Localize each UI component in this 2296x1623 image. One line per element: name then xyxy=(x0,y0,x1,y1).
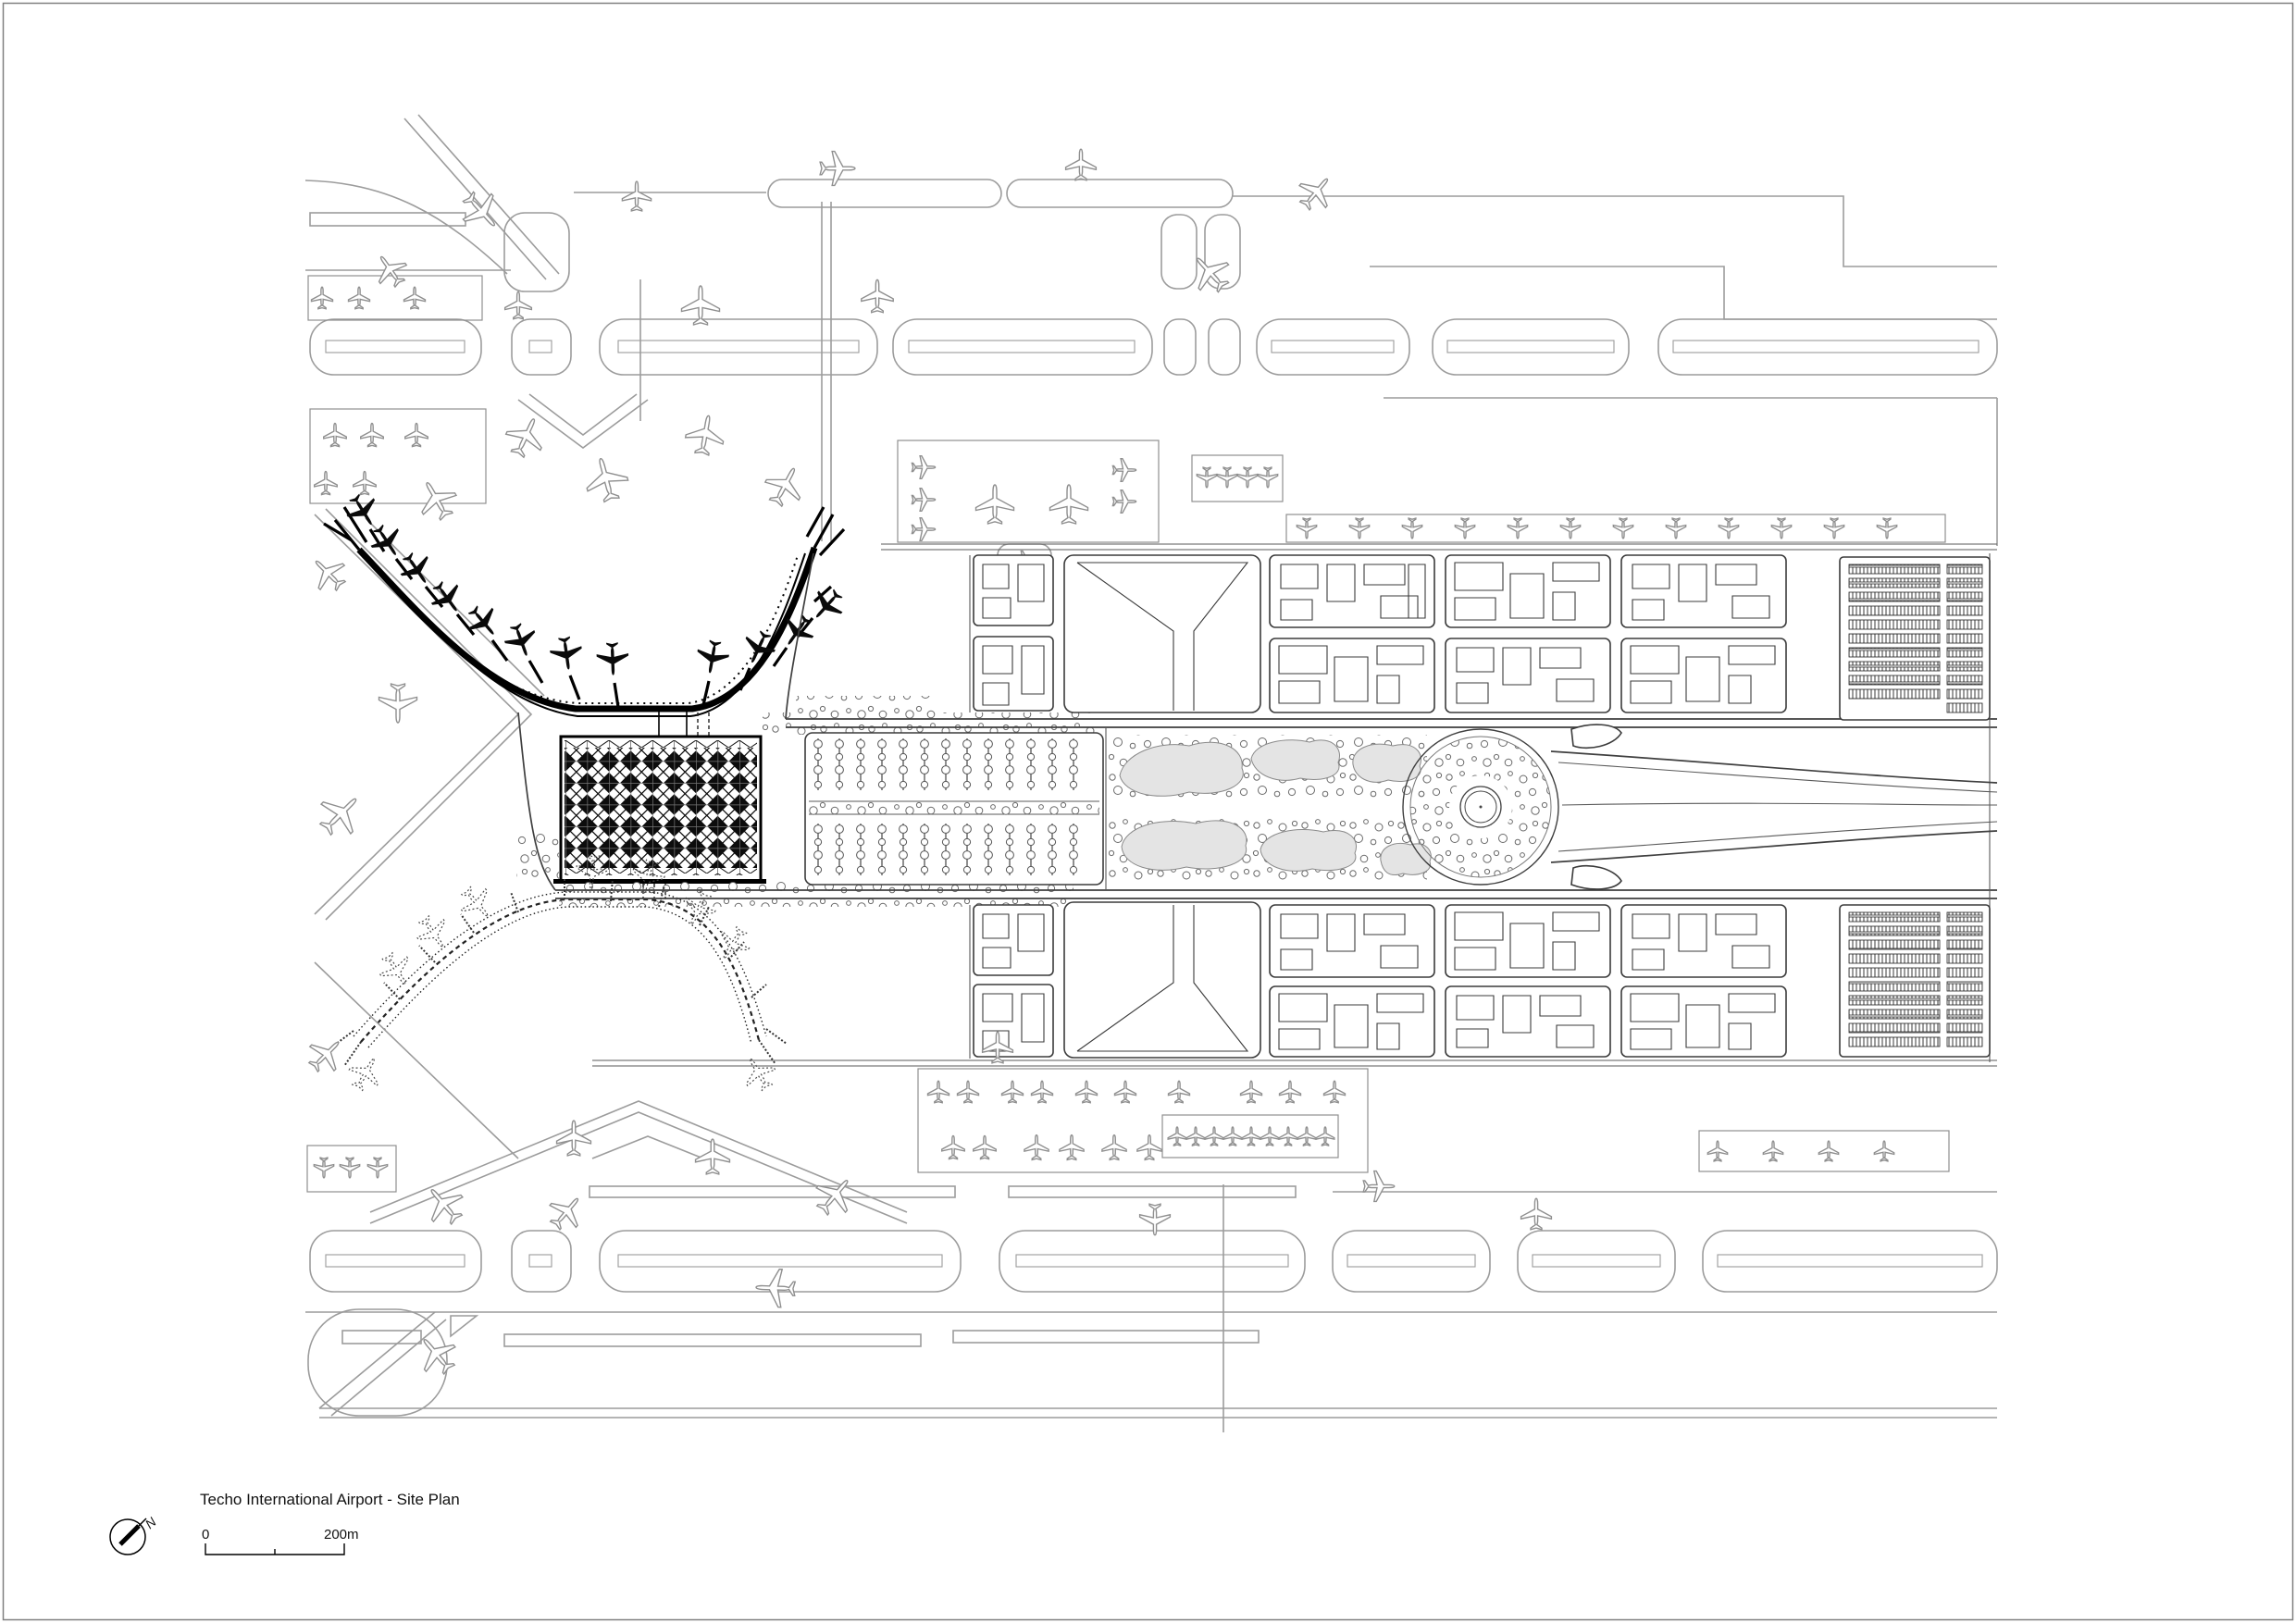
city-blocks-north xyxy=(973,554,1991,721)
terminal-roof-grid xyxy=(565,748,757,868)
terminal-parking-lots xyxy=(804,732,1104,886)
north-airfield-linework xyxy=(304,114,1998,921)
scale-bar: 0 200m xyxy=(202,1527,359,1555)
circular-garden xyxy=(1402,728,1559,886)
scale-start-label: 0 xyxy=(202,1527,209,1542)
v-interchange-north xyxy=(1063,554,1261,713)
landside-roads xyxy=(517,543,1998,1067)
title-block: N Techo International Airport - Site Pla… xyxy=(109,1491,460,1555)
city-blocks-south xyxy=(973,901,1991,1059)
central-park xyxy=(1109,728,1559,886)
north-label: N xyxy=(143,1514,160,1531)
north-arrow: N xyxy=(109,1514,160,1555)
terminal-building xyxy=(553,735,766,899)
scale-end-label: 200m xyxy=(324,1527,359,1542)
traffic-island xyxy=(1570,724,1622,750)
traffic-island xyxy=(1570,864,1622,890)
north-concourse xyxy=(323,488,850,738)
south-airfield-linework xyxy=(305,961,1998,1432)
structured-parking-north xyxy=(1839,556,1991,721)
north-remote-stands xyxy=(307,275,1946,543)
jet-bridges xyxy=(323,506,846,708)
south-airfield-aircraft xyxy=(301,1030,1552,1382)
terminal-roof-edge xyxy=(565,740,757,748)
south-remote-stands xyxy=(306,1068,1950,1193)
structured-parking-south xyxy=(1839,904,1991,1058)
drawing-title: Techo International Airport - Site Plan xyxy=(200,1491,460,1508)
v-interchange-south xyxy=(1063,901,1261,1059)
